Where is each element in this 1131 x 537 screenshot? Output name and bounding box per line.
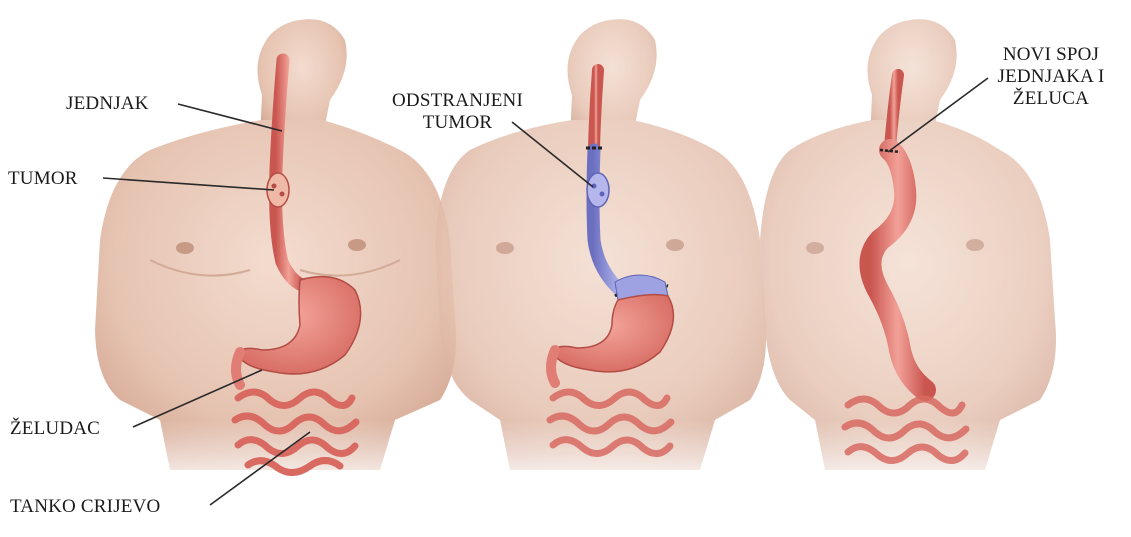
label-new-junction: NOVI SPOJ JEDNJAKA I ŽELUCA — [978, 44, 1124, 110]
label-new-junction-line2: JEDNJAKA I — [978, 66, 1124, 88]
label-esophagus: JEDNJAK — [66, 93, 149, 115]
label-new-junction-line1: NOVI SPOJ — [978, 44, 1124, 66]
label-removed-tumor-line1: ODSTRANJENI — [370, 90, 545, 112]
label-new-junction-line3: ŽELUCA — [978, 88, 1124, 110]
label-stomach: ŽELUDAC — [10, 418, 100, 440]
label-small-intestine: TANKO CRIJEVO — [10, 496, 160, 518]
label-tumor: TUMOR — [8, 168, 78, 190]
label-removed-tumor: ODSTRANJENI TUMOR — [370, 90, 545, 134]
label-removed-tumor-line2: TUMOR — [370, 112, 545, 134]
